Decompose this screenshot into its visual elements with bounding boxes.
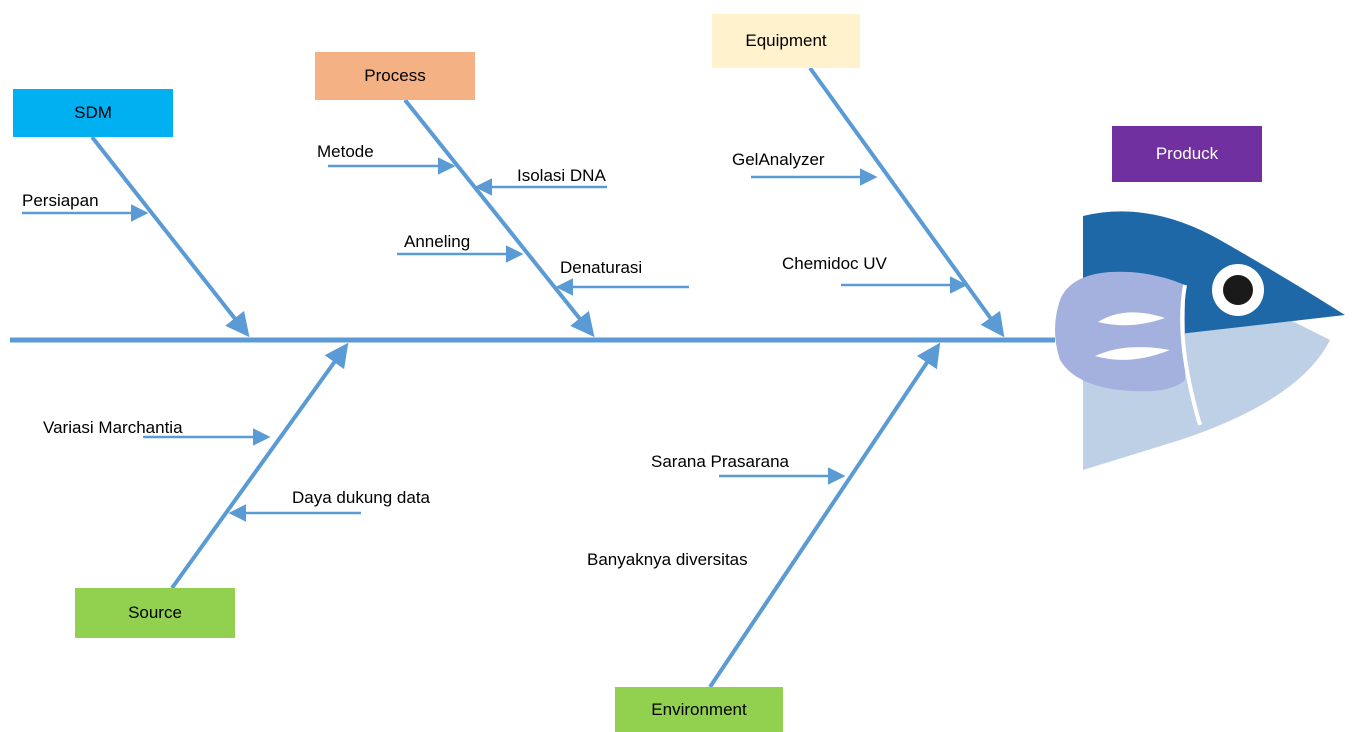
banyaknya-diversitas-label: Banyaknya diversitas [587,550,748,569]
sdm-label: SDM [74,103,112,122]
equipment-box: Equipment [712,14,860,68]
process-label: Process [364,66,426,85]
anneling-label: Anneling [404,232,471,251]
environment-label: Environment [651,699,747,719]
process-bone [403,98,595,338]
product-box: Produck [1112,126,1262,182]
daya-dukung-data-label: Daya dukung data [292,488,430,507]
chemidoc-uv-label: Chemidoc UV [782,254,887,273]
source-bone [170,342,349,590]
sdm-box: SDM [13,89,173,137]
source-box: Source [75,588,235,638]
gel-analyzer-label: GelAnalyzer [732,150,825,169]
product-label: Produck [1155,144,1219,163]
denaturasi-label: Denaturasi [560,258,643,277]
environment-box: Environment [615,687,783,732]
equipment-bone [808,66,1005,338]
persiapan-label: Persiapan [22,191,99,210]
sdm-bone [90,135,250,338]
source-label: Source [128,603,182,622]
process-box: Process [315,52,475,100]
sarana-prasarana-label: Sarana Prasarana [651,452,789,471]
environment-bone [708,342,941,689]
fish-head-icon [1055,211,1345,470]
metode-label: Metode [317,142,374,161]
isolasi-dna-label: Isolasi DNA [517,166,606,185]
variasi-marchantia-label: Variasi Marchantia [43,418,183,437]
equipment-label: Equipment [745,31,827,50]
